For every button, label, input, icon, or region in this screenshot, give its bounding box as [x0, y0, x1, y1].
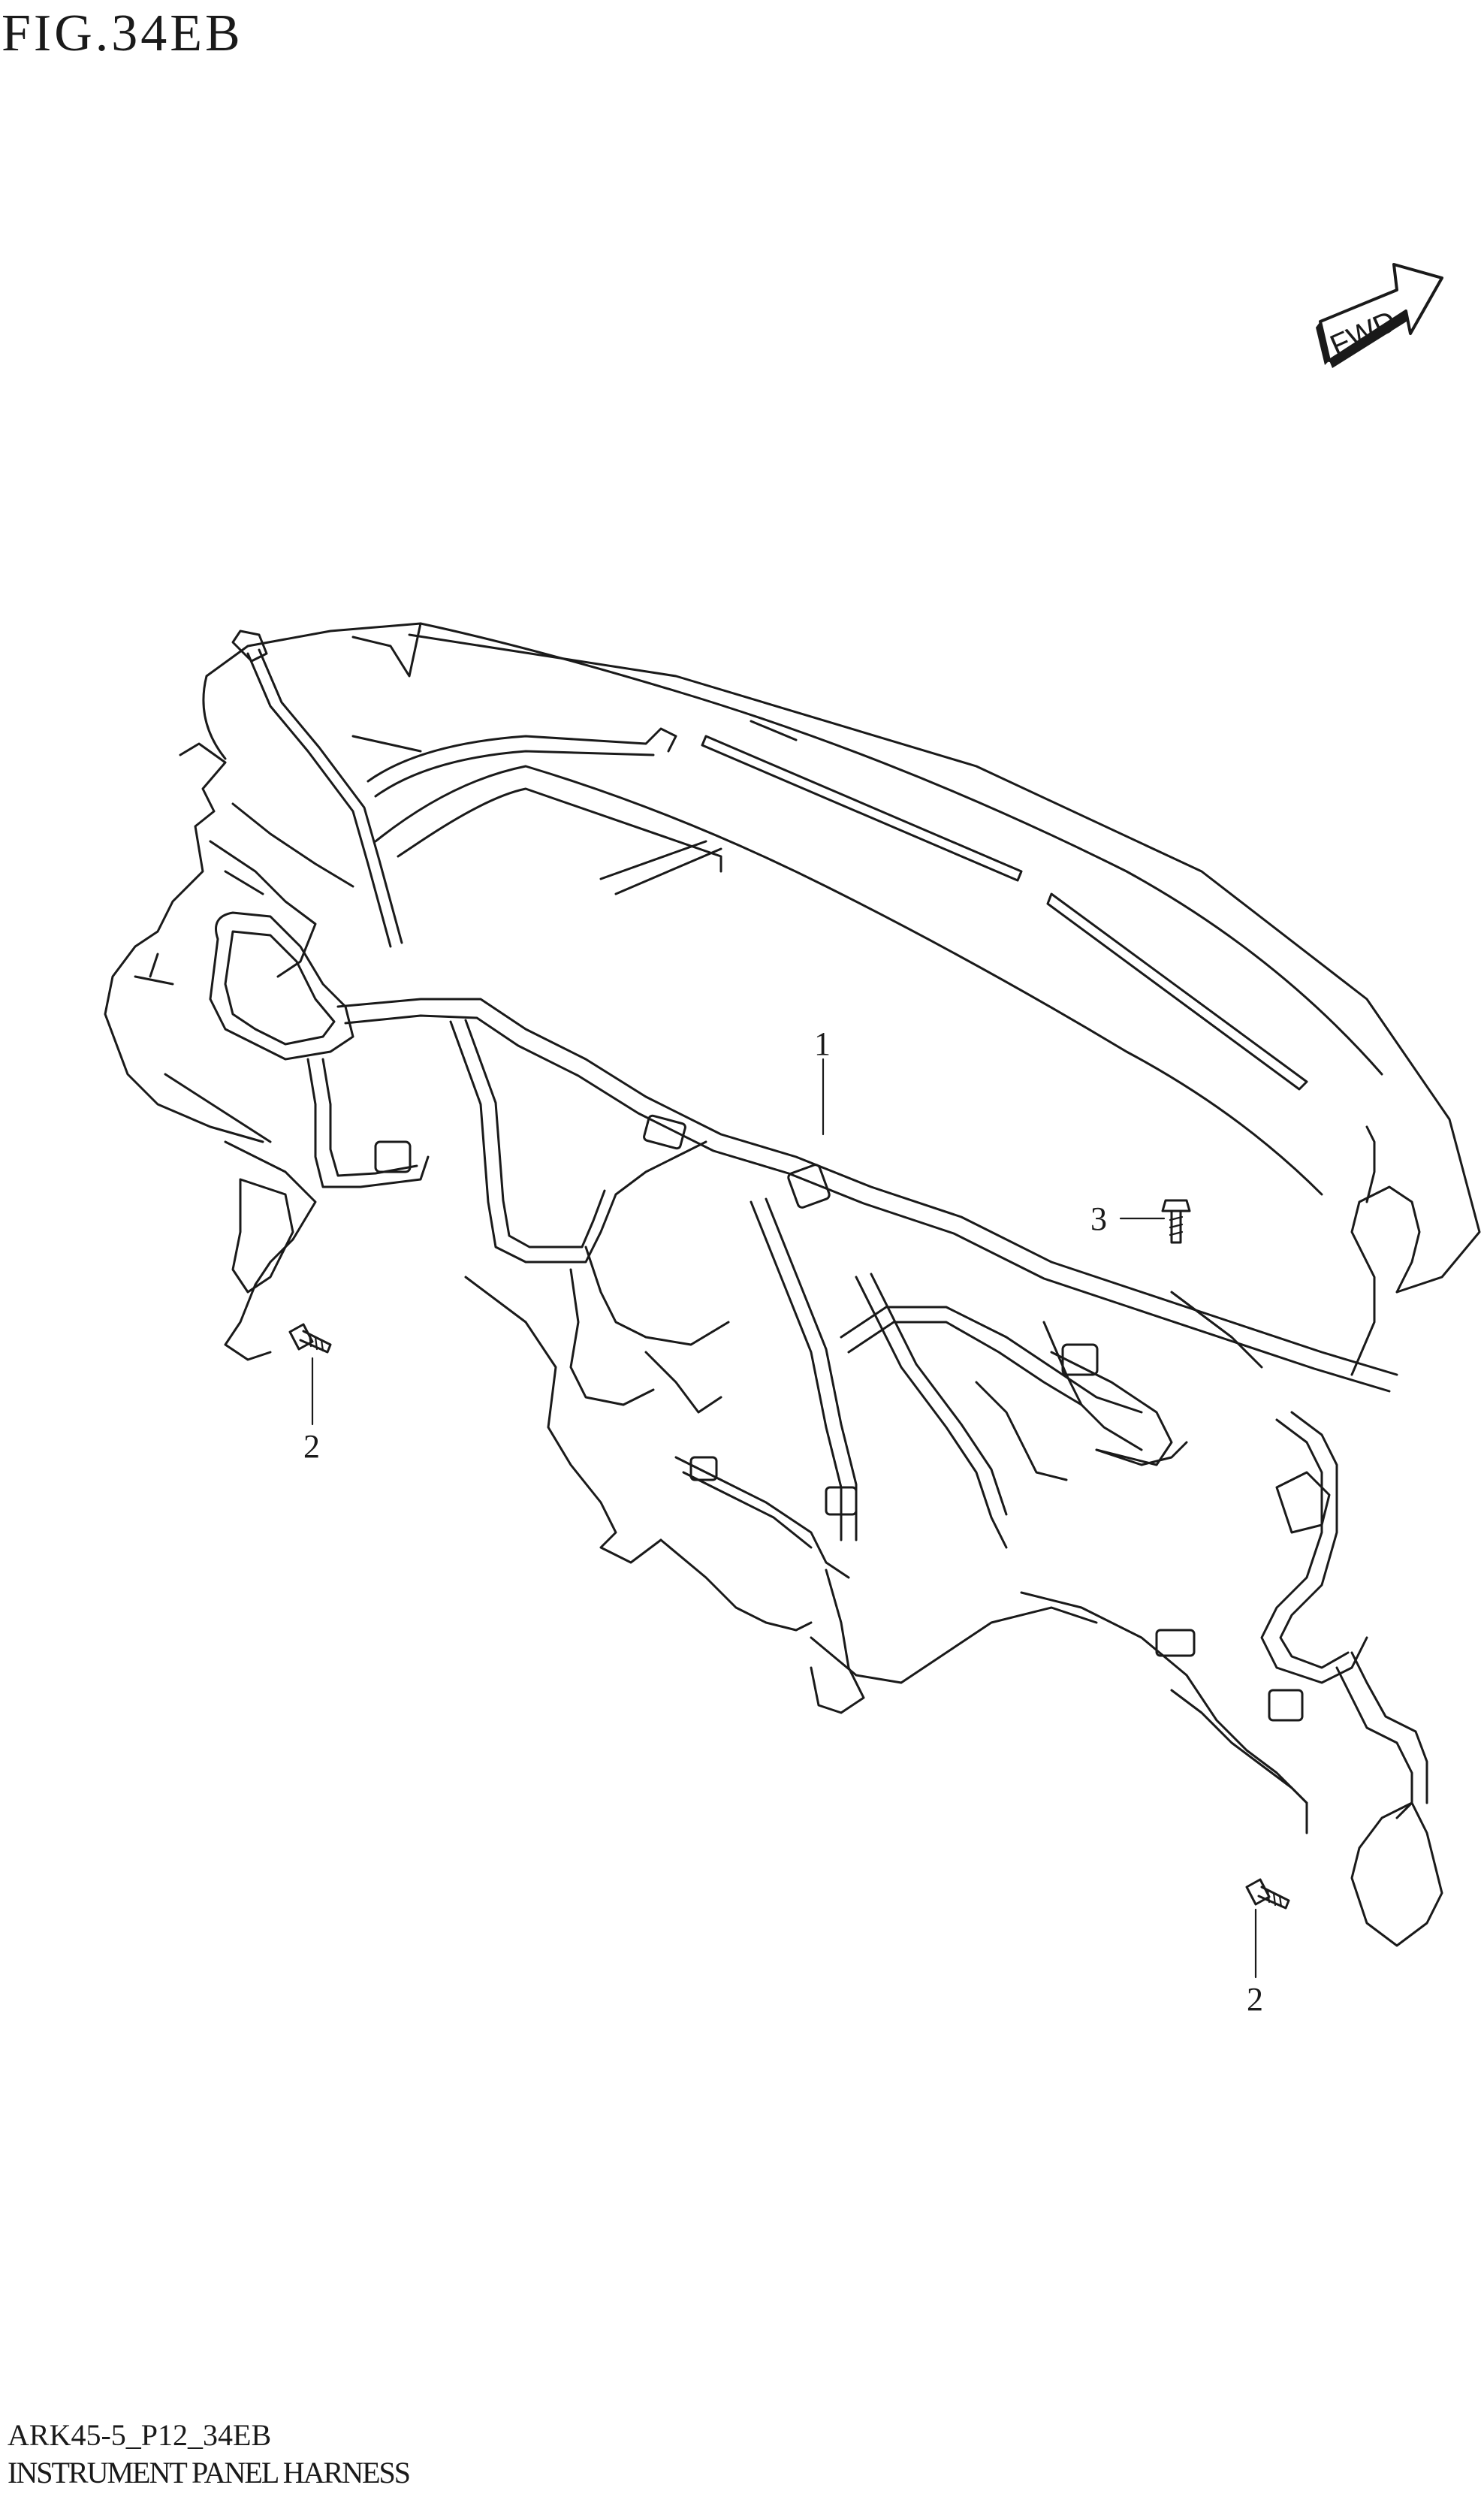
callout-2-right: 2 [1247, 1981, 1263, 2018]
harness-connectors [231, 1114, 1331, 1722]
bolt-top [1161, 1199, 1191, 1244]
bolt-right [1245, 1878, 1290, 1910]
leader-lines [311, 1058, 1257, 1979]
callout-3: 3 [1090, 1200, 1107, 1237]
instrument-panel-harness [209, 630, 1443, 1947]
lower-outline [224, 1140, 1308, 1834]
bolt-left [288, 1323, 332, 1354]
callout-1: 1 [814, 1025, 831, 1062]
dashboard-outline [202, 622, 1481, 1294]
left-panel [104, 742, 354, 1143]
fwd-arrow-icon: FWD [1316, 263, 1443, 368]
diagram-name: INSTRUMENT PANEL HARNESS [8, 2456, 411, 2489]
diagram-code: ARK45-5_P12_34EB [8, 2418, 272, 2452]
callout-2-left: 2 [303, 1428, 320, 1465]
figure-title: FIG.34EB [2, 5, 243, 62]
